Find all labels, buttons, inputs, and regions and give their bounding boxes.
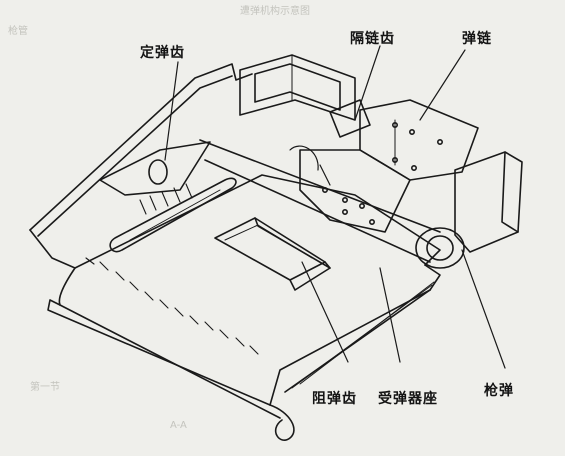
- label-feed-seat: 受弹器座: [378, 391, 438, 407]
- receiver-back-wall: [29, 63, 253, 269]
- bleed-text-top-left: 枪管: [8, 26, 28, 37]
- stop-tooth-block: [214, 217, 331, 291]
- label-fixed-tooth: 定弹齿: [140, 45, 185, 61]
- leader-lines: [164, 45, 506, 369]
- end-plate: [454, 151, 523, 253]
- bleed-text-bottom-left: 第一节: [30, 382, 60, 393]
- back-block: [239, 54, 356, 121]
- bleed-text-bottom-mid: A-A: [170, 420, 187, 431]
- label-separator-tooth: 隔链齿: [350, 31, 395, 47]
- separator-tooth: [329, 99, 371, 138]
- tray-slot: [109, 177, 237, 253]
- fixed-tooth-plate: [99, 141, 211, 196]
- bleed-text-top: 遭弹机构示意图: [240, 6, 310, 17]
- label-cartridge: 枪弹: [484, 383, 514, 399]
- label-belt: 弹链: [462, 31, 492, 47]
- cartridge-cylinder: [199, 139, 465, 269]
- tray-hatching: [85, 183, 259, 355]
- belt-links: [299, 99, 479, 233]
- label-stop-tooth: 阻弹齿: [312, 391, 357, 407]
